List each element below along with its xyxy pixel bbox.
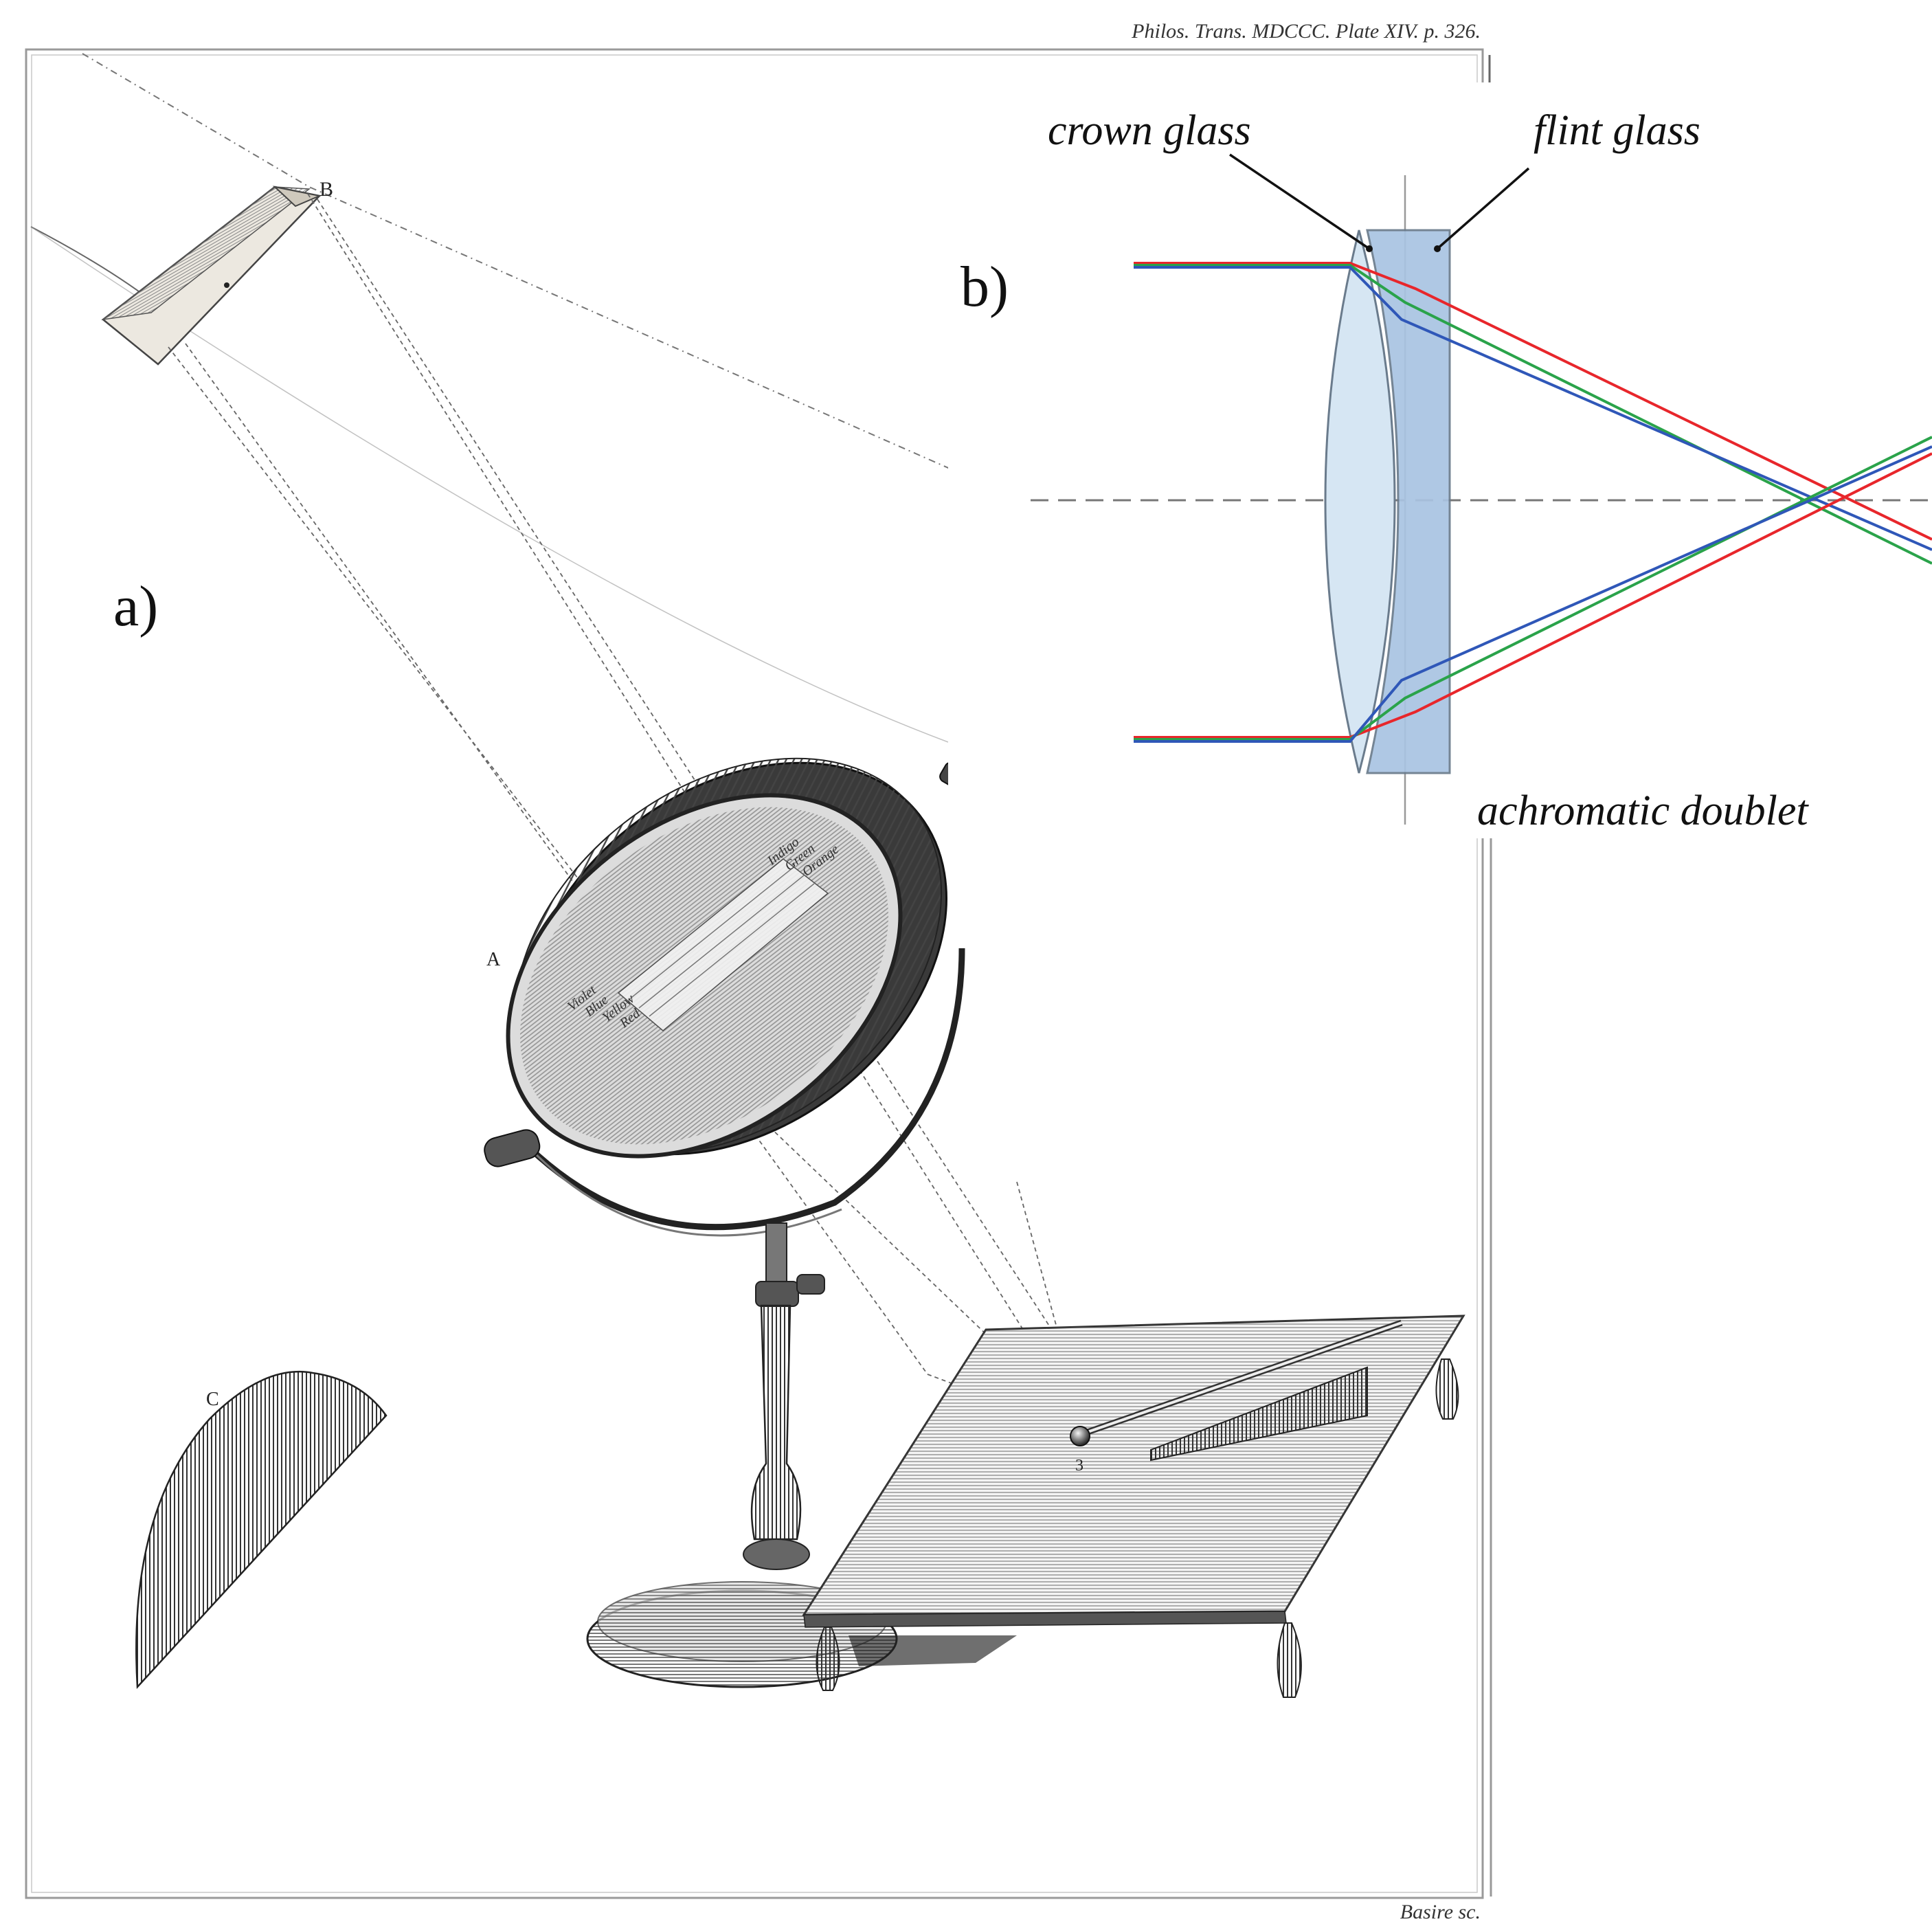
panel-a-engraving: Philos. Trans. MDCCC. Plate XIV. p. 326.…: [25, 20, 1492, 1923]
burning-lens-a: [484, 757, 972, 1237]
flint-glass-element: [1366, 229, 1451, 774]
label-point-c: C: [206, 1389, 219, 1410]
plate-header: Philos. Trans. MDCCC. Plate XIV. p. 326.: [1131, 20, 1481, 43]
flint-glass-leader: [1436, 167, 1530, 250]
shape-c: [135, 1370, 387, 1690]
label-point-a: A: [486, 949, 501, 970]
crown-glass-element: [1324, 230, 1396, 774]
plate-border-inner: [31, 54, 1478, 1893]
label-point-b: B: [319, 178, 333, 201]
ray-green-lower: [1134, 436, 1932, 741]
sunlight-arc: [30, 226, 949, 743]
ray-red-upper: [1134, 262, 1932, 541]
plate-border: [25, 48, 1484, 1899]
panel-a-label: a): [113, 574, 158, 638]
label-point-3: 3: [1075, 1457, 1083, 1475]
panel-b-label: b): [961, 255, 1009, 319]
doublet-caption: achromatic doublet: [1477, 787, 1809, 834]
prism-b: [101, 186, 322, 366]
crown-glass-label: crown glass: [1048, 107, 1251, 154]
sunlight-boundary-upper: [82, 53, 1072, 523]
ray-green-upper: [1134, 264, 1932, 565]
engraver-signature: Basire sc.: [1400, 1901, 1481, 1923]
panel-b-diagram: crown glass flint glass b) achromatic do…: [948, 82, 1932, 838]
flint-glass-label: flint glass: [1534, 107, 1700, 154]
ray-blue-upper: [1134, 266, 1932, 551]
ray-bundle: [1134, 262, 1932, 743]
ray-red-lower: [1134, 452, 1932, 739]
crown-glass-leader: [1229, 153, 1370, 250]
experiment-table: [802, 1315, 1465, 1698]
ray-blue-lower: [1134, 445, 1932, 743]
